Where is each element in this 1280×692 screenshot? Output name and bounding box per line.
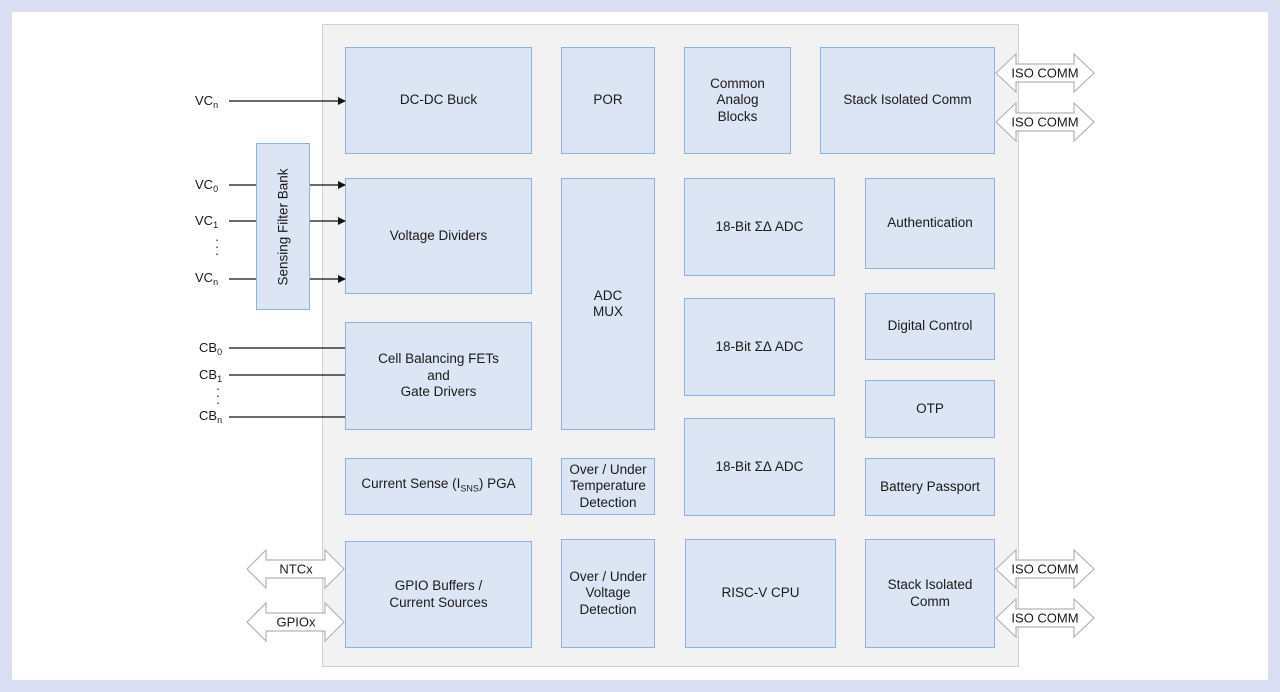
otp-block: OTP [865, 380, 995, 438]
voltage-dividers-label: Voltage Dividers [389, 227, 488, 243]
risc-v-cpu-label: RISC-V CPU [721, 585, 800, 601]
cell-balancing-label: Cell Balancing FETs and Gate Drivers [378, 351, 499, 400]
voltage-detection-label: Over / Under Voltage Detection [569, 568, 647, 617]
otp-label: OTP [916, 400, 944, 416]
cb-ellipsis: ··· [215, 381, 221, 410]
adc-mux-block: ADC MUX [561, 178, 655, 430]
iso-comm-arrow-2 [995, 101, 1095, 143]
por-label: POR [593, 92, 623, 108]
dcdc-buck-block: DC-DC Buck [345, 47, 532, 154]
iso-comm-label-2: ISO COMM [1011, 114, 1079, 130]
iso-comm-arrow-1 [995, 52, 1095, 94]
voltage-dividers-block: Voltage Dividers [345, 178, 532, 294]
iso-comm-label-4: ISO COMM [1011, 610, 1079, 626]
cbn-label: CBn [199, 408, 223, 425]
ntc-label: NTCx [279, 561, 313, 577]
dcdc-buck-label: DC-DC Buck [399, 92, 478, 108]
cb1-label: CB1 [199, 367, 223, 384]
current-sense-label: Current Sense (ISNS) PGA [361, 475, 516, 494]
iso-comm-arrow-4 [995, 597, 1095, 639]
voltage-detection-block: Over / Under Voltage Detection [561, 539, 655, 648]
cb0-label: CB0 [199, 340, 223, 357]
stack-isolated-comm-top-block: Stack Isolated Comm [820, 47, 995, 154]
gpio-buffers-block: GPIO Buffers / Current Sources [345, 541, 532, 648]
temperature-detection-label: Over / Under Temperature Detection [569, 461, 647, 510]
iso-comm-label-1: ISO COMM [1011, 65, 1079, 81]
iso-comm-arrow-3 [995, 548, 1095, 590]
common-analog-block: Common Analog Blocks [684, 47, 791, 154]
vc0-label: VC0 [195, 177, 219, 194]
vc1-label: VC1 [195, 213, 219, 230]
battery-passport-label: Battery Passport [880, 478, 980, 494]
sensing-filter-bank-block: Sensing Filter Bank [256, 143, 310, 310]
cell-balancing-block: Cell Balancing FETs and Gate Drivers [345, 322, 532, 430]
vcn-label-top: VCn [195, 93, 219, 110]
adc-block-3: 18-Bit ΣΔ ADC [684, 418, 835, 516]
vcn-label: VCn [195, 270, 219, 287]
risc-v-cpu-block: RISC-V CPU [685, 539, 836, 648]
stack-isolated-comm-bottom-block: Stack Isolated Comm [865, 539, 995, 648]
digital-control-block: Digital Control [865, 293, 995, 360]
adc-block-2: 18-Bit ΣΔ ADC [684, 298, 835, 396]
adc-block-1: 18-Bit ΣΔ ADC [684, 178, 835, 276]
authentication-label: Authentication [887, 215, 973, 231]
temperature-detection-block: Over / Under Temperature Detection [561, 458, 655, 515]
stack-isolated-comm-bottom-label: Stack Isolated Comm [887, 577, 973, 609]
gpio-buffers-label: GPIO Buffers / Current Sources [389, 578, 488, 610]
ntc-arrow [246, 548, 345, 590]
common-analog-label: Common Analog Blocks [710, 75, 765, 124]
por-block: POR [561, 47, 655, 154]
battery-passport-block: Battery Passport [865, 458, 995, 516]
digital-control-label: Digital Control [887, 318, 973, 334]
vc-ellipsis: ··· [214, 232, 220, 261]
gpio-arrow [246, 601, 345, 643]
stack-isolated-comm-top-label: Stack Isolated Comm [843, 92, 972, 108]
adc-2-label: 18-Bit ΣΔ ADC [715, 338, 804, 354]
authentication-block: Authentication [865, 178, 995, 269]
adc-3-label: 18-Bit ΣΔ ADC [715, 458, 804, 474]
iso-comm-label-3: ISO COMM [1011, 561, 1079, 577]
gpio-label: GPIOx [276, 614, 316, 630]
adc-mux-label: ADC MUX [593, 287, 623, 320]
current-sense-pga-block: Current Sense (ISNS) PGA [345, 458, 532, 515]
adc-1-label: 18-Bit ΣΔ ADC [715, 218, 804, 234]
